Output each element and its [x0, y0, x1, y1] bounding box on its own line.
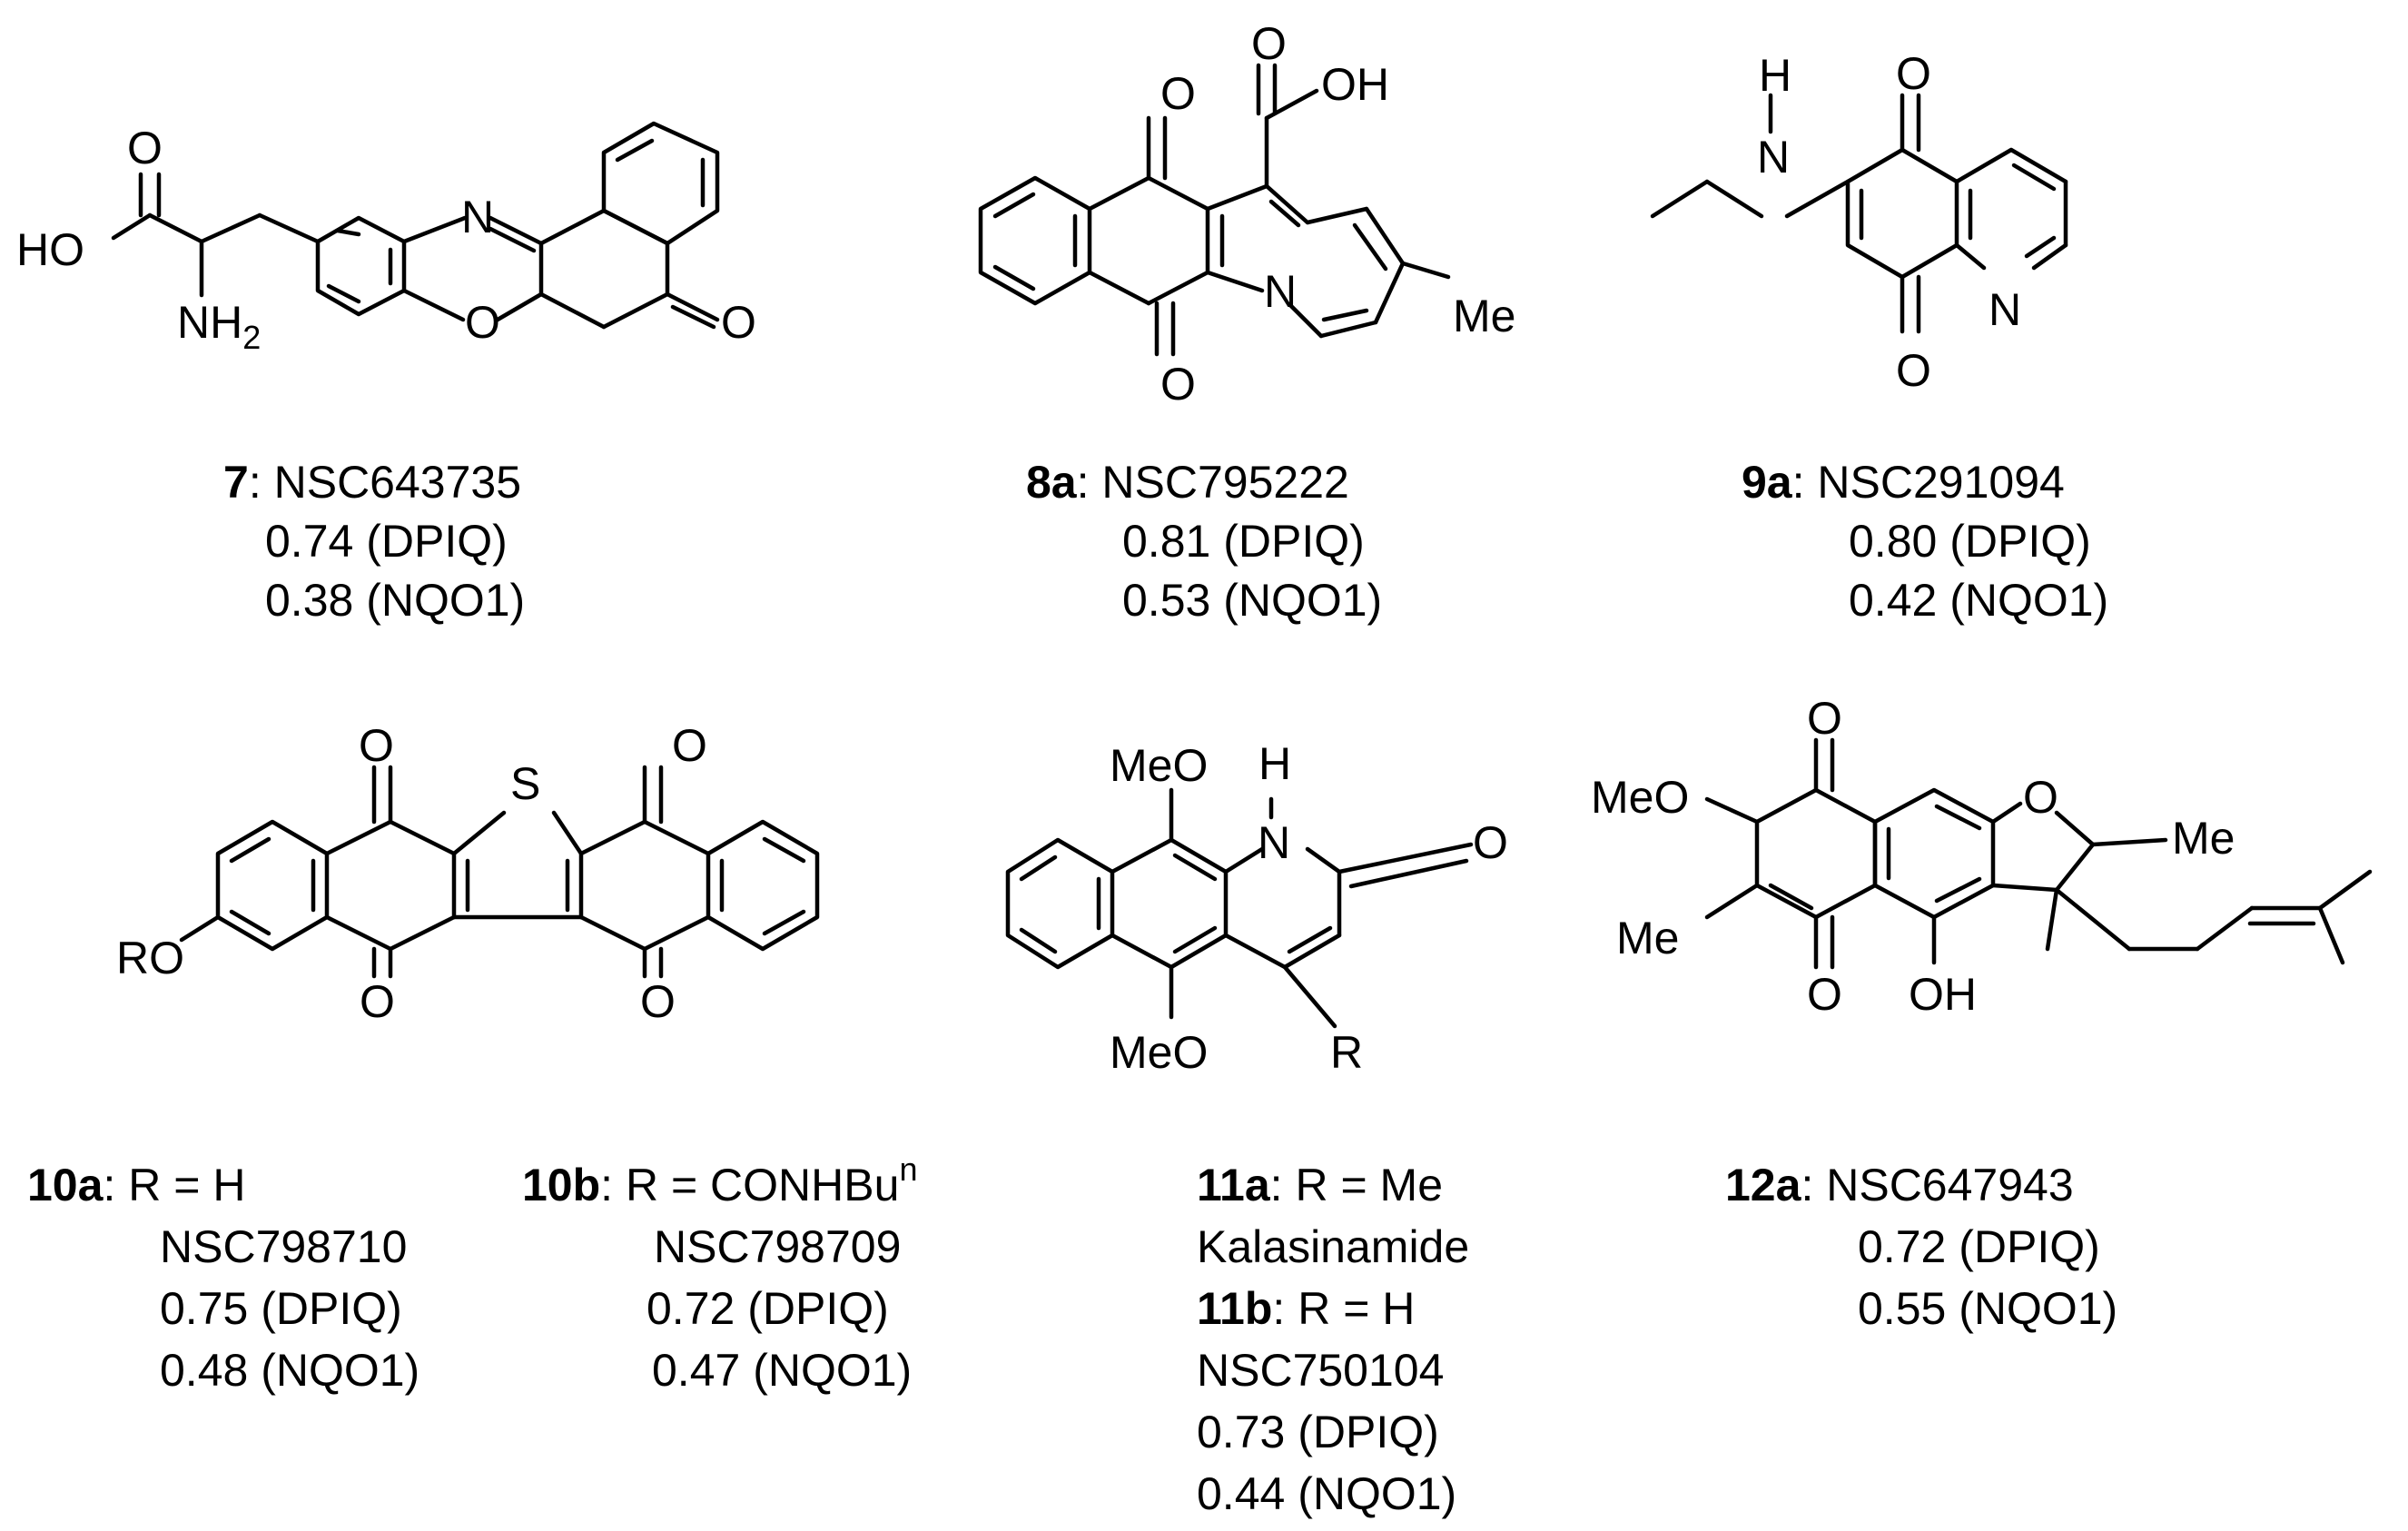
structure-8a: O O OH N Me O — [978, 18, 1515, 410]
atom-label: OH — [1321, 59, 1389, 110]
atom-label: S — [510, 758, 540, 809]
svg-text:10a: R = H: 10a: R = H — [27, 1160, 245, 1210]
svg-text:8a: NSC795222: 8a: NSC795222 — [1026, 457, 1349, 508]
atom-label: O — [1160, 68, 1196, 119]
structure-7: O HO NH2 N O O — [16, 121, 756, 356]
atom-label: N — [1258, 817, 1290, 868]
svg-text:0.55 (NQO1): 0.55 (NQO1) — [1858, 1283, 2117, 1334]
svg-text:0.44 (NQO1): 0.44 (NQO1) — [1197, 1468, 1456, 1519]
atom-label: RO — [116, 933, 184, 983]
atom-label: Me — [1616, 913, 1679, 963]
atom-label: O — [1160, 359, 1196, 410]
structure-10: O S O O O RO — [116, 720, 820, 1027]
atom-label: O — [1807, 693, 1842, 744]
atom-label: O — [465, 297, 500, 348]
atom-label: H — [1258, 738, 1291, 789]
svg-text:10b: R = CONHBun: 10b: R = CONHBun — [522, 1151, 917, 1210]
svg-text:0.48 (NQO1): 0.48 (NQO1) — [160, 1345, 419, 1396]
structure-11: MeO H N O MeO R — [1005, 738, 1508, 1078]
svg-text:0.73 (DPIQ): 0.73 (DPIQ) — [1197, 1407, 1439, 1457]
atom-label: HO — [16, 224, 84, 275]
atom-label: Me — [2172, 813, 2235, 864]
atom-label: O — [640, 976, 676, 1027]
atom-label: N — [1757, 132, 1790, 183]
caption-10b: 10b: R = CONHBun NSC798709 0.72 (DPIQ) 0… — [522, 1151, 917, 1396]
atom-label: NH2 — [177, 297, 261, 356]
atom-label: O — [1896, 345, 1931, 396]
atom-label: Me — [1453, 291, 1515, 341]
atom-label: N — [1264, 266, 1297, 317]
svg-text:0.72 (DPIQ): 0.72 (DPIQ) — [1858, 1221, 2100, 1272]
caption-12a: 12a: NSC647943 0.72 (DPIQ) 0.55 (NQO1) — [1725, 1160, 2117, 1334]
atom-label: O — [360, 976, 395, 1027]
svg-text:NSC798710: NSC798710 — [160, 1221, 407, 1272]
structure-12a: O MeO O Me Me O OH — [1591, 693, 2373, 1020]
atom-label: O — [672, 720, 707, 771]
caption-11: 11a: R = Me Kalasinamide 11b: R = H NSC7… — [1197, 1160, 1469, 1519]
svg-text:0.38 (NQO1): 0.38 (NQO1) — [265, 575, 525, 626]
atom-label: OH — [1909, 969, 1977, 1020]
svg-text:0.81 (DPIQ): 0.81 (DPIQ) — [1122, 516, 1365, 567]
svg-text:0.47 (NQO1): 0.47 (NQO1) — [652, 1345, 912, 1396]
svg-text:11a: R = Me: 11a: R = Me — [1197, 1160, 1443, 1210]
atom-label: N — [1989, 284, 2021, 335]
atom-label: N — [461, 192, 494, 242]
atom-label: O — [1251, 18, 1287, 69]
svg-text:0.80 (DPIQ): 0.80 (DPIQ) — [1849, 516, 2091, 567]
atom-label: MeO — [1110, 1027, 1208, 1078]
svg-text:0.42 (NQO1): 0.42 (NQO1) — [1849, 575, 2108, 626]
caption-8a: 8a: NSC795222 0.81 (DPIQ) 0.53 (NQO1) — [1026, 457, 1382, 626]
svg-text:NSC750104: NSC750104 — [1197, 1345, 1444, 1396]
atom-label: MeO — [1110, 740, 1208, 791]
svg-text:Kalasinamide: Kalasinamide — [1197, 1221, 1469, 1272]
svg-text:9a: NSC291094: 9a: NSC291094 — [1742, 457, 2065, 508]
svg-text:11b: R = H: 11b: R = H — [1197, 1283, 1415, 1334]
atom-label: O — [127, 123, 163, 173]
atom-label: H — [1759, 50, 1791, 101]
caption-10a: 10a: R = H NSC798710 0.75 (DPIQ) 0.48 (N… — [27, 1160, 419, 1396]
atom-label: MeO — [1591, 772, 1689, 823]
atom-label: O — [1807, 969, 1842, 1020]
structure-9a: H N O N O — [1650, 48, 2068, 396]
atom-label: O — [1896, 48, 1931, 99]
atom-label: O — [1473, 817, 1508, 868]
atom-label: R — [1330, 1027, 1363, 1078]
svg-text:0.53 (NQO1): 0.53 (NQO1) — [1122, 575, 1382, 626]
caption-9a: 9a: NSC291094 0.80 (DPIQ) 0.42 (NQO1) — [1742, 457, 2108, 626]
svg-text:12a: NSC647943: 12a: NSC647943 — [1725, 1160, 2074, 1210]
svg-text:7: NSC643735: 7: NSC643735 — [223, 457, 521, 508]
svg-text:0.74 (DPIQ): 0.74 (DPIQ) — [265, 516, 508, 567]
svg-text:NSC798709: NSC798709 — [654, 1221, 901, 1272]
atom-label: O — [359, 720, 394, 771]
caption-7: 7: NSC643735 0.74 (DPIQ) 0.38 (NQO1) — [223, 457, 525, 626]
svg-text:0.75 (DPIQ): 0.75 (DPIQ) — [160, 1283, 402, 1334]
svg-text:0.72 (DPIQ): 0.72 (DPIQ) — [646, 1283, 889, 1334]
atom-label: O — [721, 297, 756, 348]
atom-label: O — [2023, 772, 2058, 823]
